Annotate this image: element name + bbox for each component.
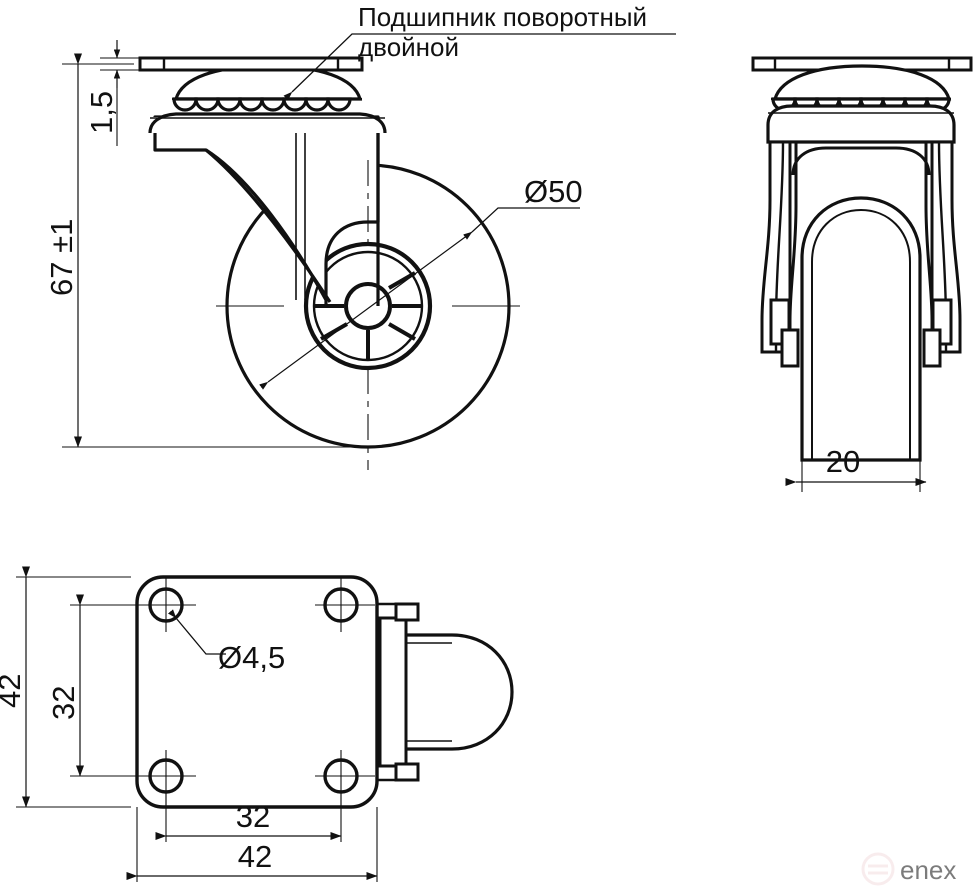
front-mounting-plate (138, 56, 364, 72)
side-mounting-plate-ribs (773, 58, 951, 70)
plate-height-dimension: 42 (0, 566, 131, 808)
side-axle-nut-left (780, 328, 800, 368)
side-view: 20 (751, 56, 973, 492)
plan-fork-body (378, 616, 408, 768)
side-bracket-top-arc (791, 146, 931, 176)
side-wheel-inner-contour (811, 208, 911, 460)
front-bearing-balls (172, 97, 352, 112)
bearing-note-line2: двойной (358, 32, 459, 62)
wheel-diameter-label: Ø50 (524, 174, 583, 209)
side-swivel-housing (766, 104, 956, 144)
hole-pitch-horizontal-label: 32 (236, 799, 270, 834)
front-mounting-plate-ribs (162, 58, 340, 70)
plan-axle-boss-bottom (394, 762, 420, 782)
wheel-diameter-leader (471, 207, 580, 233)
hole-pitch-vertical-label: 32 (46, 686, 81, 720)
wheel-width-dimension: 20 (785, 444, 927, 492)
overall-height-label: 67 ±1 (44, 219, 79, 296)
front-swivel-housing-top (148, 112, 387, 134)
front-axle-bore (344, 282, 392, 330)
plan-mounting-plate (135, 575, 379, 809)
overall-height-dimension: 67 ±1 (44, 53, 360, 448)
plate-height-label: 42 (0, 674, 27, 708)
bearing-note-line1: Подшипник поворотный (358, 2, 647, 32)
watermark-logo-icon (861, 852, 895, 886)
hole-pitch-vertical-dimension: 32 (46, 594, 140, 777)
hole-diameter-label: Ø4,5 (218, 640, 285, 675)
plate-thickness-dimension: 1,5 (84, 40, 146, 146)
wheel-diameter-dimension-line (259, 231, 473, 390)
plate-thickness-label: 1,5 (84, 91, 119, 134)
bottom-view: Ø4,5 42 32 32 (0, 566, 514, 882)
hole-pitch-horizontal-dimension: 32 (155, 790, 342, 842)
watermark: enex (861, 852, 956, 886)
watermark-logo-bars (868, 864, 888, 875)
plan-axle-boss-top (394, 602, 420, 622)
bearing-note-leader (283, 33, 676, 101)
plate-width-dimension: 42 (126, 807, 378, 882)
side-bearing-upper-race (772, 64, 952, 101)
plan-wheel-outline (380, 633, 514, 751)
side-axle-nut-right (922, 328, 942, 368)
front-view: Ø50 Подшипник поворотный двойной 1,5 67 … (44, 2, 676, 470)
side-bracket-edges (788, 142, 934, 330)
watermark-text: enex (900, 855, 956, 885)
side-wheel-body (800, 196, 922, 462)
plate-width-label: 42 (238, 839, 272, 874)
hole-diameter-leader (167, 609, 226, 655)
wheel-width-label: 20 (826, 444, 860, 479)
